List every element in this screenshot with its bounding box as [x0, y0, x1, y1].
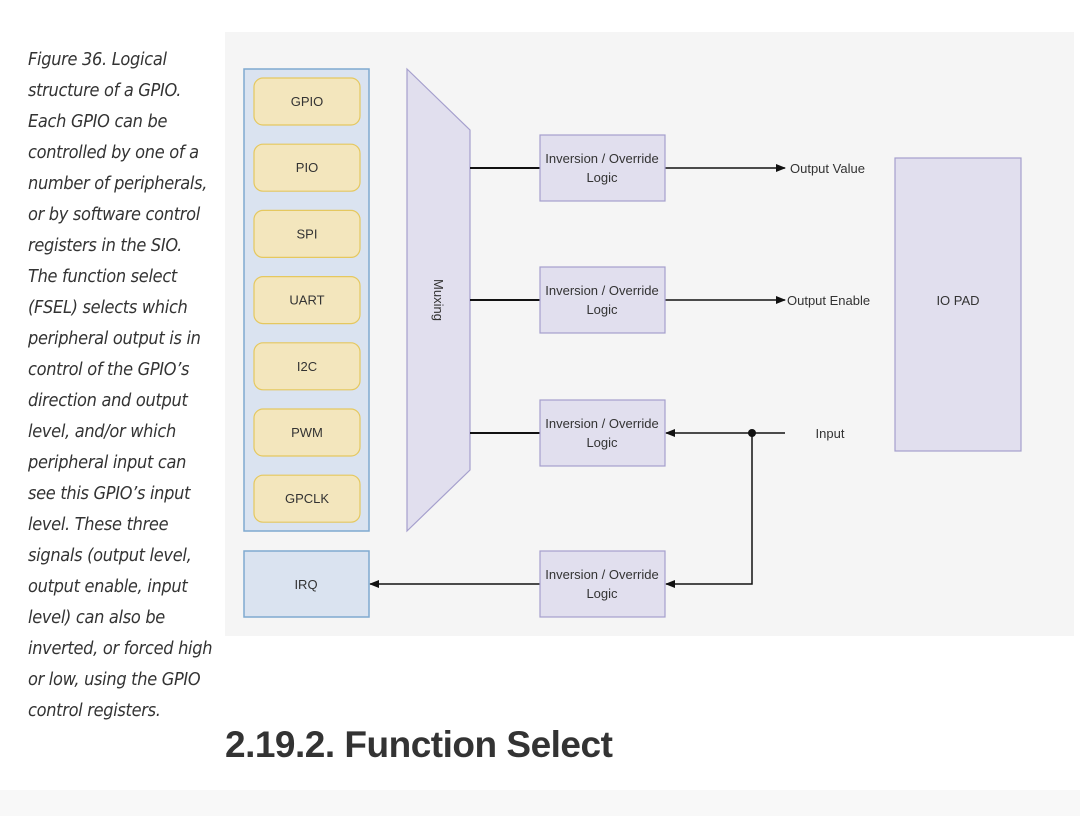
- inversion-override-logic-box: [539, 550, 666, 618]
- inversion-override-logic-box: [539, 399, 666, 467]
- input-branch: [665, 433, 753, 588]
- peripheral-box-pio: [253, 143, 361, 192]
- irq-box: [243, 550, 370, 618]
- mux-block: [406, 67, 471, 533]
- peripheral-box-pwm: [253, 408, 361, 457]
- irq-label: IRQ: [294, 577, 317, 592]
- peripheral-label: GPIO: [291, 94, 324, 109]
- logic-label-line1: Inversion / Override: [545, 283, 658, 298]
- logic-label-line2: Logic: [586, 302, 618, 317]
- logic-label-line1: Inversion / Override: [545, 567, 658, 582]
- logic-label-line2: Logic: [586, 586, 618, 601]
- peripheral-label: I2C: [297, 359, 317, 374]
- peripheral-label: UART: [289, 293, 324, 308]
- peripheral-box-gpio: [253, 77, 361, 126]
- inversion-override-logic-box: [539, 134, 666, 202]
- gpio-diagram-svg: GPIO PIO SPI UART I2C PWM GPCLK Muxing Inversi…: [243, 67, 1022, 618]
- io-pad-label: IO PAD: [936, 293, 979, 308]
- output-value-label: Output Value: [790, 161, 865, 176]
- output-enable-label: Output Enable: [787, 293, 870, 308]
- peripheral-label: PIO: [296, 160, 318, 175]
- logic-label-line2: Logic: [586, 435, 618, 450]
- peripheral-box-i2c: [253, 342, 361, 391]
- peripheral-label: SPI: [297, 226, 318, 241]
- logic-label-line2: Logic: [586, 170, 618, 185]
- input-label: Input: [816, 426, 845, 441]
- inversion-override-logic-box: [539, 266, 666, 334]
- peripheral-box-gpclk: [253, 474, 361, 523]
- peripheral-box-spi: [253, 209, 361, 258]
- peripheral-label: PWM: [291, 425, 323, 440]
- peripheral-box-uart: [253, 276, 361, 325]
- gpio-diagram: GPIO PIO SPI UART I2C PWM GPCLK Muxing Inversi…: [225, 32, 1074, 636]
- junction-dot: [748, 429, 756, 437]
- mux-label: Muxing: [431, 279, 446, 321]
- section-heading: 2.19.2. Function Select: [225, 724, 613, 765]
- footer-band: [0, 790, 1080, 816]
- figure-caption: Figure 36. Logical structure of a GPIO. …: [28, 49, 213, 721]
- logic-label-line1: Inversion / Override: [545, 151, 658, 166]
- logic-label-line1: Inversion / Override: [545, 416, 658, 431]
- io-pad-box: [894, 157, 1022, 452]
- peripheral-label: GPCLK: [285, 491, 329, 506]
